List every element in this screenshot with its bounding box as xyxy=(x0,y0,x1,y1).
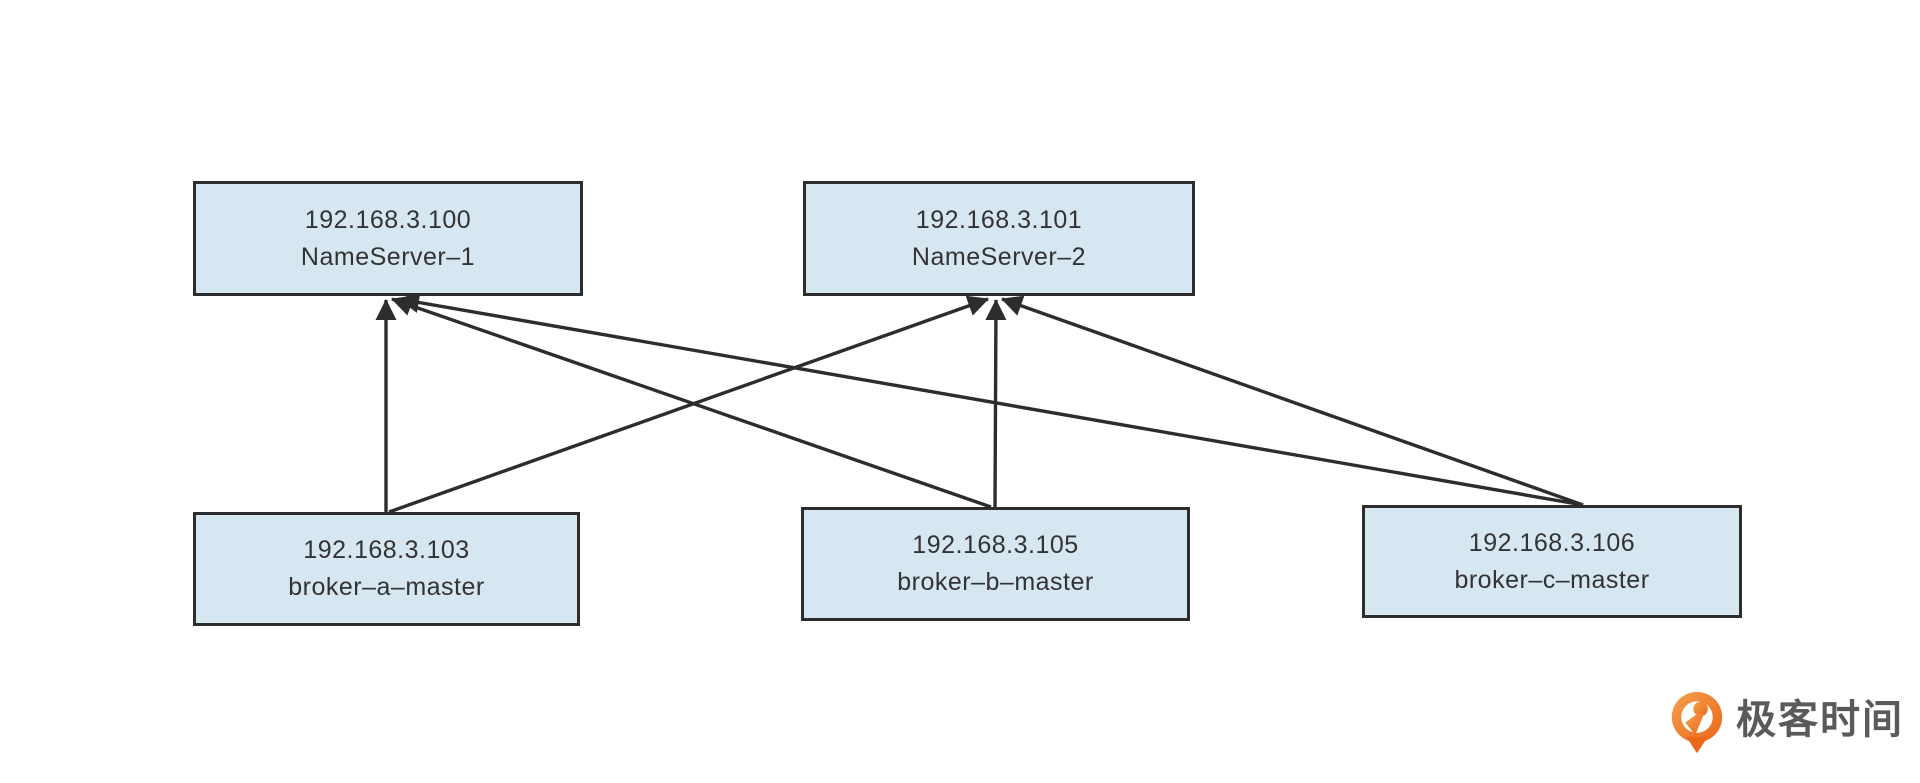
broker-c-ip: 192.168.3.106 xyxy=(1468,528,1636,557)
broker-a-ip: 192.168.3.103 xyxy=(303,536,470,564)
broker-c-name: broker–c–master xyxy=(1454,565,1650,594)
geektime-logo-text: 极客时间 xyxy=(1736,698,1904,742)
nameserver-1-name: NameServer–1 xyxy=(300,242,476,271)
broker-a-name: broker–a–master xyxy=(288,573,485,601)
edge-broker-c-to-nameserver-1 xyxy=(397,292,1584,507)
node-nameserver-1: 192.168.3.100 NameServer–1 xyxy=(193,181,583,296)
edge-broker-c-to-nameserver-2 xyxy=(1001,295,1584,507)
broker-b-name: broker–b–master xyxy=(897,568,1094,596)
nameserver-1-ip: 192.168.3.100 xyxy=(304,205,472,234)
edge-broker-a-to-nameserver-2 xyxy=(388,295,989,514)
node-broker-b-master: 192.168.3.105 broker–b–master xyxy=(801,507,1190,621)
nameserver-2-name: NameServer–2 xyxy=(911,242,1087,271)
broker-b-ip: 192.168.3.105 xyxy=(912,531,1079,559)
node-nameserver-2: 192.168.3.101 NameServer–2 xyxy=(803,181,1195,296)
geektime-logo-icon xyxy=(1671,691,1723,754)
geektime-brand: 极客时间 xyxy=(1670,690,1904,764)
node-broker-c-master: 192.168.3.106 broker–c–master xyxy=(1362,505,1742,618)
node-broker-a-master: 192.168.3.103 broker–a–master xyxy=(193,512,580,626)
edge-broker-b-to-nameserver-1 xyxy=(391,295,992,509)
nameserver-2-ip: 192.168.3.101 xyxy=(915,205,1083,234)
